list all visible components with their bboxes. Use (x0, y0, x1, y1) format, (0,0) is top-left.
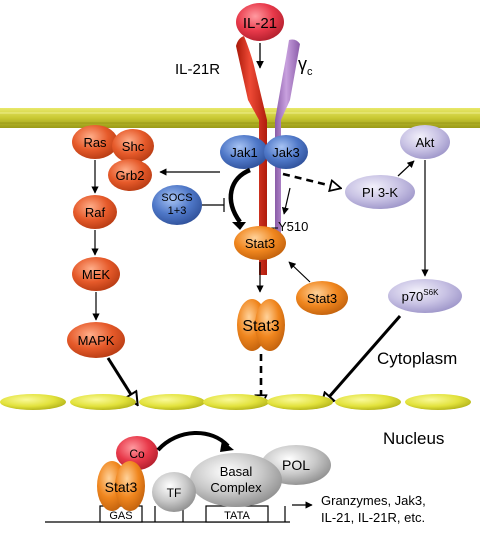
cell-membrane (0, 108, 480, 128)
jak1: Jak1 (220, 135, 268, 169)
pi3k: PI 3-K (345, 175, 415, 209)
jak3-to-y510-arrow (281, 187, 291, 215)
nucleus-label: Nucleus (383, 429, 444, 448)
stat3-dimer-label: Stat3 (242, 318, 279, 335)
mek-label: MEK (82, 267, 111, 282)
pol-label: POL (282, 457, 310, 473)
socs: SOCS 1+3 (152, 185, 202, 225)
il21r-alpha-chain (236, 36, 267, 275)
mapk-label: MAPK (78, 333, 115, 348)
jak3: Jak3 (264, 135, 308, 169)
mek: MEK (72, 257, 120, 291)
basal-complex: Basal Complex (190, 453, 282, 507)
nuclear-envelope (0, 394, 471, 410)
target-genes-line1: Granzymes, Jak3, (321, 493, 426, 508)
mapk: MAPK (67, 322, 125, 358)
stat3-free: Stat3 (296, 281, 348, 315)
jak1-label: Jak1 (230, 145, 257, 160)
jak3-label: Jak3 (272, 145, 299, 160)
y510-label: Y510 (278, 219, 308, 234)
coactivator-to-basal-arrow (156, 431, 230, 452)
mapk-to-nucleus-arrow (106, 357, 137, 404)
target-genes-line2: IL-21, IL-21R, etc. (321, 510, 425, 525)
tf: TF (152, 472, 196, 512)
p70-to-nucleus-arrow (322, 315, 402, 405)
akt-label: Akt (416, 135, 435, 150)
pi3k-to-akt-arrow (397, 160, 415, 177)
grb2: Grb2 (108, 159, 152, 191)
socs-inhibition (202, 198, 225, 212)
socs-label-line1: SOCS (161, 192, 192, 204)
tata-box-label: TATA (224, 510, 250, 522)
basal-complex-label-line2: Complex (210, 480, 262, 495)
stat3-receptor-label: Stat3 (245, 236, 275, 251)
akt: Akt (400, 125, 450, 159)
raf-label: Raf (85, 205, 106, 220)
co-activator: Co (116, 436, 158, 470)
stat3-dna-bound: Stat3 (97, 461, 145, 511)
ras: Ras (72, 125, 118, 159)
stat3-recruitment-arrow (288, 261, 311, 283)
basal-complex-label-line1: Basal (220, 464, 253, 479)
gamma-c-label: γc (298, 54, 313, 78)
jak-to-stat3-curved-arrow (228, 167, 251, 224)
p70s6k-label: p70S6K (402, 288, 439, 304)
tf-label: TF (167, 486, 182, 500)
stat3-dimer: Stat3 (237, 299, 285, 351)
p70s6k: p70S6K (388, 279, 462, 313)
pi3k-label: PI 3-K (362, 185, 398, 200)
ras-label: Ras (83, 135, 107, 150)
il21-ligand-label: IL-21 (243, 15, 277, 32)
stat3-dna-label: Stat3 (105, 479, 138, 495)
gas-element-label: GAS (109, 510, 132, 522)
stat3-receptor-bound: Stat3 (234, 226, 286, 260)
grb2-label: Grb2 (116, 168, 145, 183)
raf: Raf (73, 195, 117, 229)
stat3-free-label: Stat3 (307, 291, 337, 306)
shc-label: Shc (122, 139, 145, 154)
socs-label-line2: 1+3 (168, 205, 187, 217)
il21r-label: IL-21R (175, 61, 220, 78)
shc: Shc (112, 129, 154, 163)
gamma-c-chain (275, 39, 300, 243)
co-label: Co (129, 447, 145, 461)
il21-ligand: IL-21 (236, 3, 284, 41)
jak-to-pi3k-dashed-arrow (282, 172, 340, 188)
cytoplasm-label: Cytoplasm (377, 349, 457, 368)
